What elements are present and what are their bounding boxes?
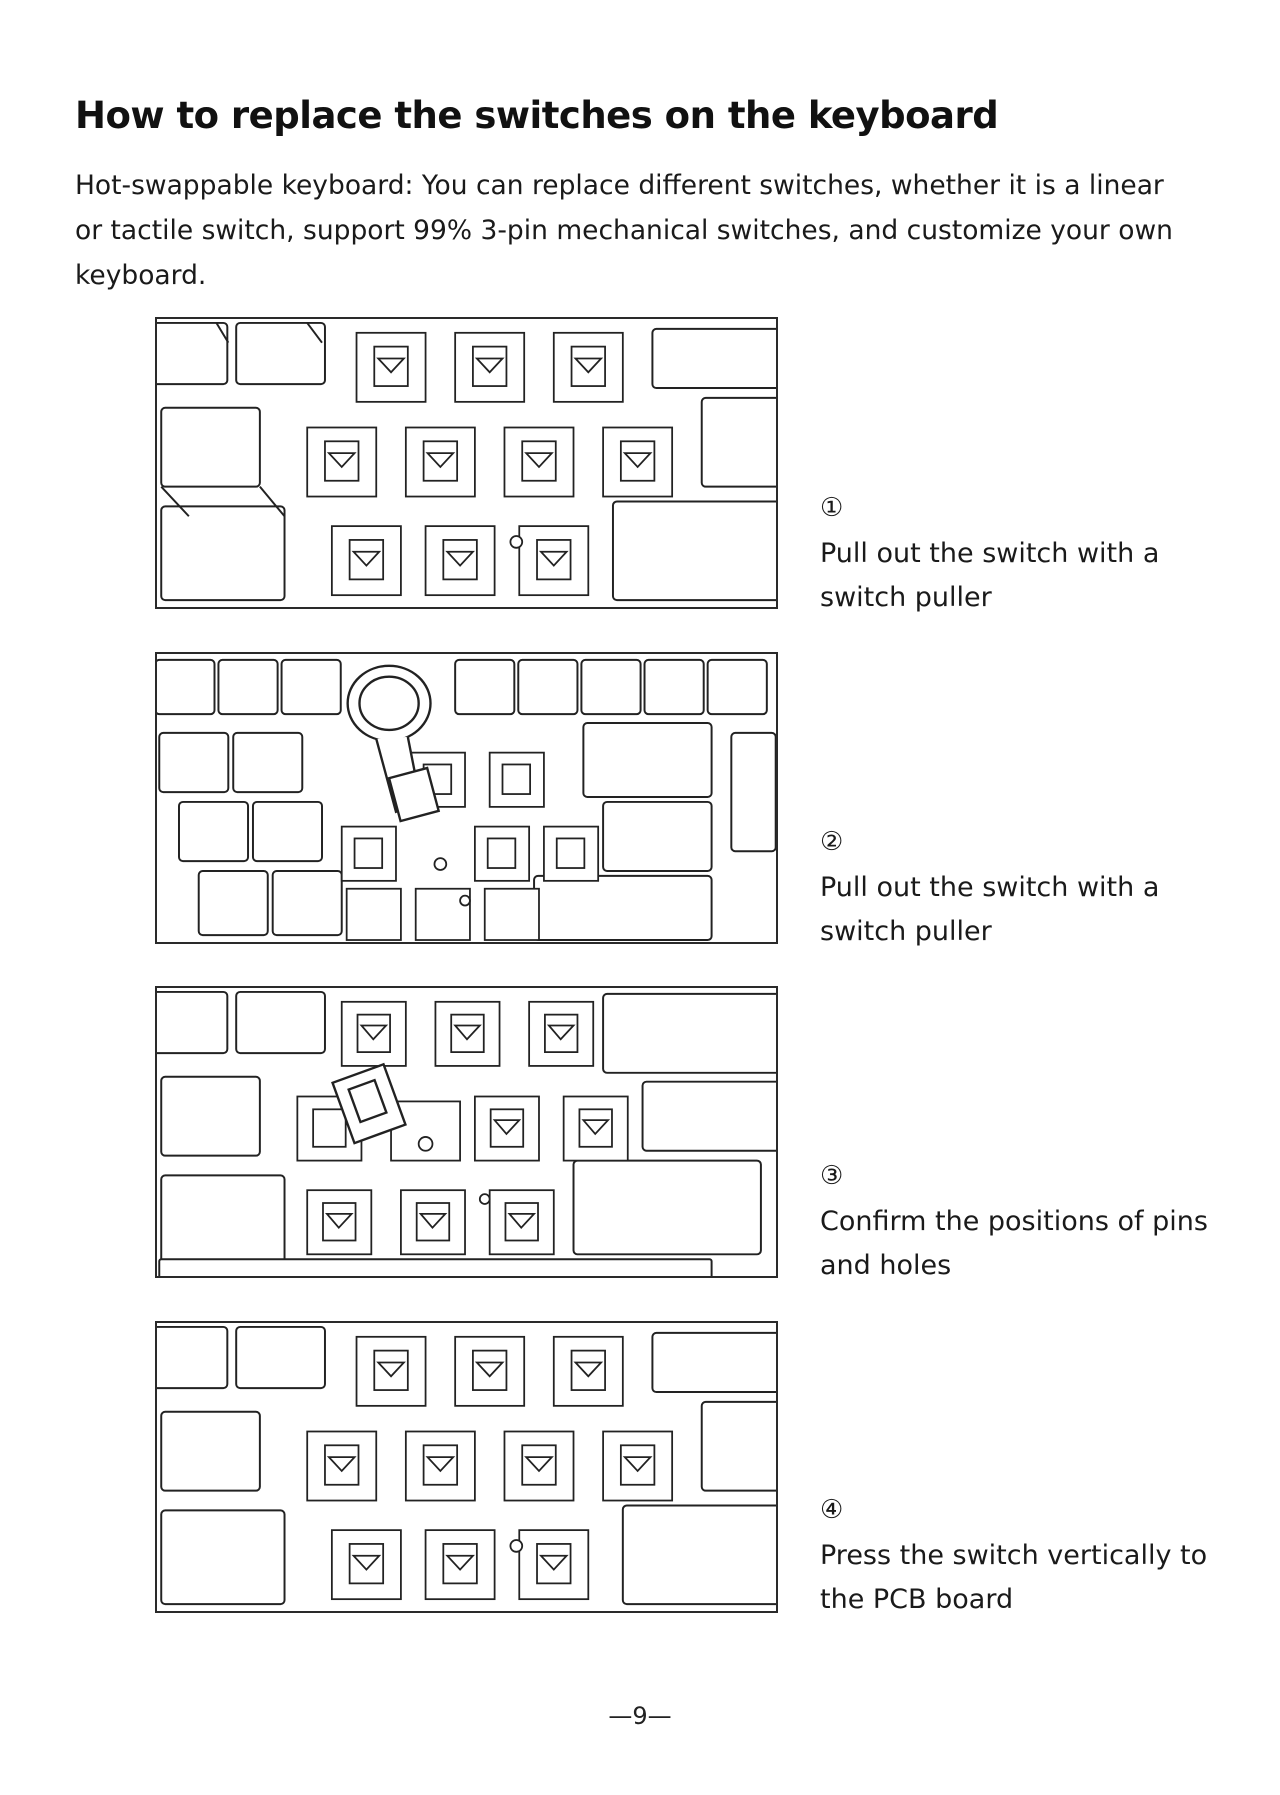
illustration-step-1 — [155, 317, 778, 609]
step-1-text: Pull out the switch with a switch puller — [820, 538, 1160, 613]
illustration-step-3 — [155, 986, 778, 1278]
step-3-text: Confirm the positions of pins and holes — [820, 1206, 1208, 1281]
step-4: ④ Press the switch vertically to the PCB… — [820, 1490, 1220, 1622]
step-1: ① Pull out the switch with a switch pull… — [820, 488, 1220, 620]
step-4-number: ④ — [820, 1495, 844, 1525]
step-3-number: ③ — [820, 1161, 844, 1191]
step-2: ② Pull out the switch with a switch pull… — [820, 822, 1220, 954]
page-number: —9— — [608, 1702, 672, 1730]
step-4-text: Press the switch vertically to the PCB b… — [820, 1540, 1208, 1615]
illustration-step-2 — [155, 652, 778, 944]
step-1-number: ① — [820, 493, 844, 523]
step-2-text: Pull out the switch with a switch puller — [820, 872, 1160, 947]
illustration-step-4 — [155, 1321, 778, 1613]
page-title: How to replace the switches on the keybo… — [75, 94, 999, 137]
step-2-number: ② — [820, 827, 844, 857]
step-3: ③ Confirm the positions of pins and hole… — [820, 1156, 1220, 1288]
intro-paragraph: Hot-swappable keyboard: You can replace … — [75, 170, 1173, 291]
